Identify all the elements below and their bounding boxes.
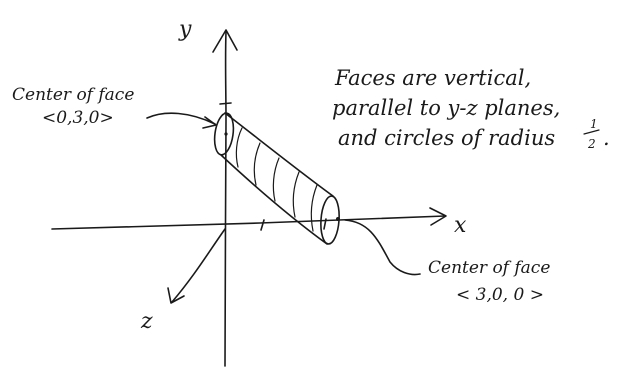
left-center-label: Center of face (12, 85, 134, 105)
z-axis-label: z (140, 309, 153, 334)
z-axis-line (171, 228, 226, 303)
cylinder-cross-section (310, 184, 318, 232)
cylinder-bottom-edge (220, 154, 328, 245)
radius-fraction: 1 2 (583, 117, 600, 151)
pointer-arrow-left (146, 112, 216, 125)
radius-numerator: 1 (590, 117, 598, 131)
x-axis-label: x (454, 213, 467, 238)
right-center-coordinates: < 3,0, 0 > (456, 285, 544, 305)
x-axis-tick (323, 218, 327, 230)
y-axis-label: y (178, 17, 192, 42)
x-axis-arrowhead (429, 207, 447, 226)
description-line-3: and circles of radius (338, 126, 555, 150)
description-line-1: Faces are vertical, (334, 66, 531, 90)
y-axis-line (224, 31, 227, 367)
left-center-coordinates: <0,3,0> (42, 108, 114, 128)
description-period: . (603, 126, 610, 150)
cylinder-cross-section (253, 142, 261, 186)
fraction-bar (583, 129, 600, 135)
pointer-arrowhead-left (202, 116, 217, 129)
z-axis-arrowhead (167, 287, 185, 304)
radius-denominator: 2 (587, 137, 596, 151)
cylinder-top-edge (224, 112, 334, 197)
right-center-label: Center of face (428, 258, 550, 278)
cylinder (213, 112, 340, 245)
description-line-2: parallel to y-z planes, (332, 96, 560, 120)
face-center-dot (336, 217, 340, 221)
x-axis-line (51, 215, 446, 230)
cylinder-cross-section (272, 157, 280, 202)
cylinder-cross-section (292, 171, 300, 218)
y-axis-arrowhead (212, 29, 238, 53)
cylinder-cross-section (235, 127, 243, 168)
face-center-dot (224, 132, 228, 136)
y-axis-tick (219, 102, 232, 105)
pointer-curve-right (344, 219, 421, 276)
x-axis-tick (260, 219, 265, 231)
